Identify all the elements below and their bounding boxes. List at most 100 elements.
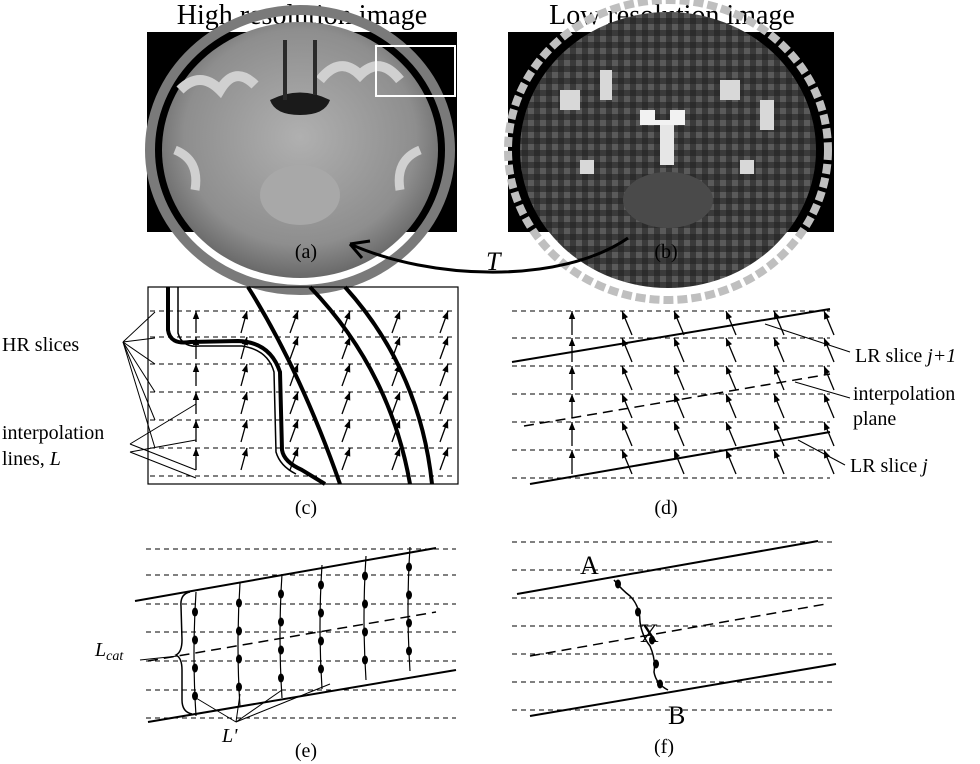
c-interp-arrow-head	[344, 448, 351, 457]
zoom-box	[375, 45, 456, 97]
c-interp-arrow	[289, 447, 299, 471]
e-node	[406, 646, 412, 656]
interpolation-lines-label-1: interpolation	[2, 422, 104, 444]
c-interp-arrow-head	[241, 420, 248, 429]
d-interp-arrow	[725, 310, 737, 336]
c-interp-arrow-head	[344, 364, 351, 373]
e-concat-line	[319, 564, 323, 690]
c-interp-arrow-head	[442, 311, 449, 320]
hr-slices-label: HR slices	[2, 334, 79, 356]
d-interp-arrow-head	[568, 366, 576, 374]
d-interp-arrow	[823, 365, 835, 391]
c-interp-arrow	[439, 363, 449, 387]
c-interp-arrow-head	[192, 337, 200, 345]
c-interp-arrow-head	[442, 448, 449, 457]
d-interp-arrow	[773, 393, 785, 419]
c-interp-arrow-head	[192, 364, 200, 372]
c-interp-arrow	[341, 419, 351, 443]
d-interp-arrow-head	[674, 450, 681, 459]
c-interp-arrow	[391, 336, 401, 360]
d-interp-arrow-head	[674, 311, 681, 320]
d-interp-arrow	[568, 450, 576, 474]
d-interp-arrow	[568, 394, 576, 418]
e-lprime-leader	[235, 689, 283, 723]
c-interp-arrow	[192, 364, 200, 386]
c-interp-arrow-head	[442, 420, 449, 429]
e-node	[236, 598, 242, 608]
d-interp-arrow	[725, 337, 737, 363]
f-upper-slice	[516, 540, 819, 595]
d-interp-arrow	[673, 449, 685, 475]
lcat-brace	[174, 591, 193, 715]
d-interp-arrow	[823, 449, 835, 475]
d-interp-arrow	[621, 365, 633, 391]
f-node	[657, 679, 663, 689]
d-interp-arrow-head	[726, 422, 733, 431]
c-hr-leader	[122, 341, 156, 393]
d-interp-arrow-head	[774, 450, 781, 459]
d-interp-arrow	[823, 310, 835, 336]
d-interp-arrow-head	[568, 311, 576, 319]
c-interp-arrow	[289, 419, 299, 443]
d-interp-arrow	[568, 366, 576, 390]
d-interp-arrow	[773, 365, 785, 391]
c-interp-arrow-head	[241, 364, 248, 373]
lr-slice-next-line	[511, 308, 831, 363]
d-interp-arrow-head	[622, 394, 629, 403]
f-node	[615, 579, 621, 589]
e-lower-slice	[147, 669, 457, 723]
c-interp-arrow-head	[394, 337, 401, 346]
c-interp-arrow-head	[292, 364, 299, 373]
interpolation-plane-label-1: interpolation	[853, 383, 955, 405]
c-interp-arrow-head	[292, 448, 299, 457]
d-interp-arrow	[773, 449, 785, 475]
d-interp-arrow	[673, 393, 685, 419]
d-interp-arrow-head	[726, 338, 733, 347]
d-interp-arrow-head	[774, 311, 781, 320]
d-leader-plane	[794, 381, 851, 399]
e-concat-line	[193, 591, 197, 717]
c-interp-arrow	[240, 336, 248, 360]
e-node	[192, 635, 198, 645]
c-interp-arrow-head	[442, 392, 449, 401]
d-interp-arrow-head	[568, 422, 576, 430]
c-interp-arrow-head	[292, 311, 299, 320]
d-interp-arrow-head	[622, 450, 629, 459]
c-interp-arrow-head	[442, 364, 449, 373]
d-interp-arrow	[621, 337, 633, 363]
c-interp-arrow	[341, 363, 351, 387]
c-interp-arrow	[439, 310, 449, 334]
c-interp-arrow	[240, 363, 248, 387]
e-node	[278, 617, 284, 627]
d-interp-arrow	[725, 421, 737, 447]
c-interp-arrow-head	[394, 392, 401, 401]
d-interp-arrow-head	[774, 338, 781, 347]
e-node	[278, 673, 284, 683]
d-interp-arrow	[823, 393, 835, 419]
f-node	[635, 607, 641, 617]
c-interp-leader	[129, 451, 197, 479]
panel-c: HR slices interpolation lines, L	[2, 285, 459, 486]
d-interp-arrow	[773, 310, 785, 336]
e-node	[362, 627, 368, 637]
d-interp-arrow	[621, 449, 633, 475]
c-interp-arrow	[341, 391, 351, 415]
c-hr-leader	[122, 341, 156, 449]
d-interp-arrow-head	[674, 366, 681, 375]
d-interp-arrow	[673, 421, 685, 447]
d-interp-arrow-head	[824, 366, 831, 375]
d-interp-arrow	[823, 421, 835, 447]
e-node	[278, 589, 284, 599]
d-interp-arrow	[823, 337, 835, 363]
lr-slice-line	[529, 431, 831, 485]
d-interp-arrow	[568, 338, 576, 362]
e-node	[318, 636, 324, 646]
e-node	[236, 654, 242, 664]
c-interp-arrow-head	[442, 337, 449, 346]
interpolation-plane-line	[523, 373, 831, 427]
label-b: (b)	[654, 241, 677, 263]
c-interp-arrow-head	[394, 448, 401, 457]
c-interp-arrow	[391, 447, 401, 471]
c-interp-arrow	[391, 363, 401, 387]
